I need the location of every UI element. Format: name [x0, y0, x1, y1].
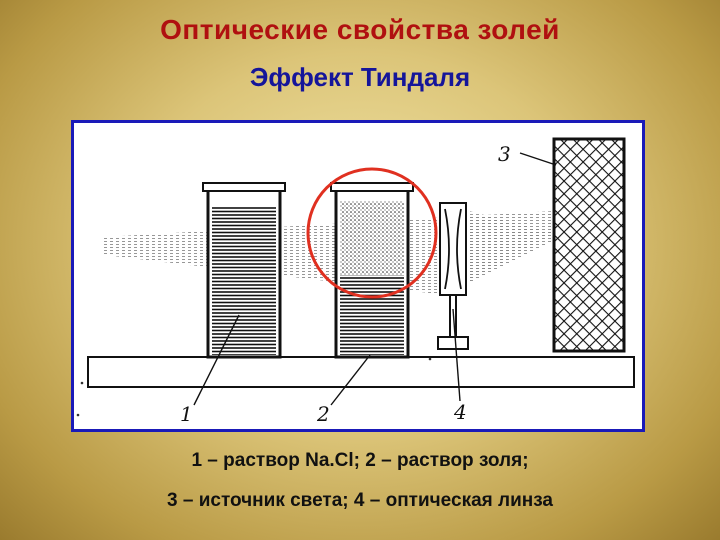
beaker-sol [330, 182, 414, 359]
label-3: 3 [498, 142, 511, 166]
slide-title: Оптические свойства золей [160, 14, 560, 45]
beaker-nacl [202, 182, 286, 359]
caption-line-1: 1 – раствор Na.Cl; 2 – раствор золя; [191, 450, 529, 471]
label-4: 4 [453, 400, 467, 424]
slide-subtitle: Эффект Тиндаля [249, 62, 471, 92]
caption-line-2: 3 – источник света; 4 – оптическая линза [167, 490, 553, 511]
optical-lens [437, 202, 469, 350]
label-1: 1 [180, 402, 193, 426]
base-platform [87, 356, 635, 388]
highlight-circle [306, 167, 438, 299]
label-2: 2 [316, 402, 330, 426]
light-source [552, 137, 626, 353]
light-cone-lens [446, 205, 554, 295]
tyndall-diagram: 1 2 4 3 [71, 120, 645, 432]
